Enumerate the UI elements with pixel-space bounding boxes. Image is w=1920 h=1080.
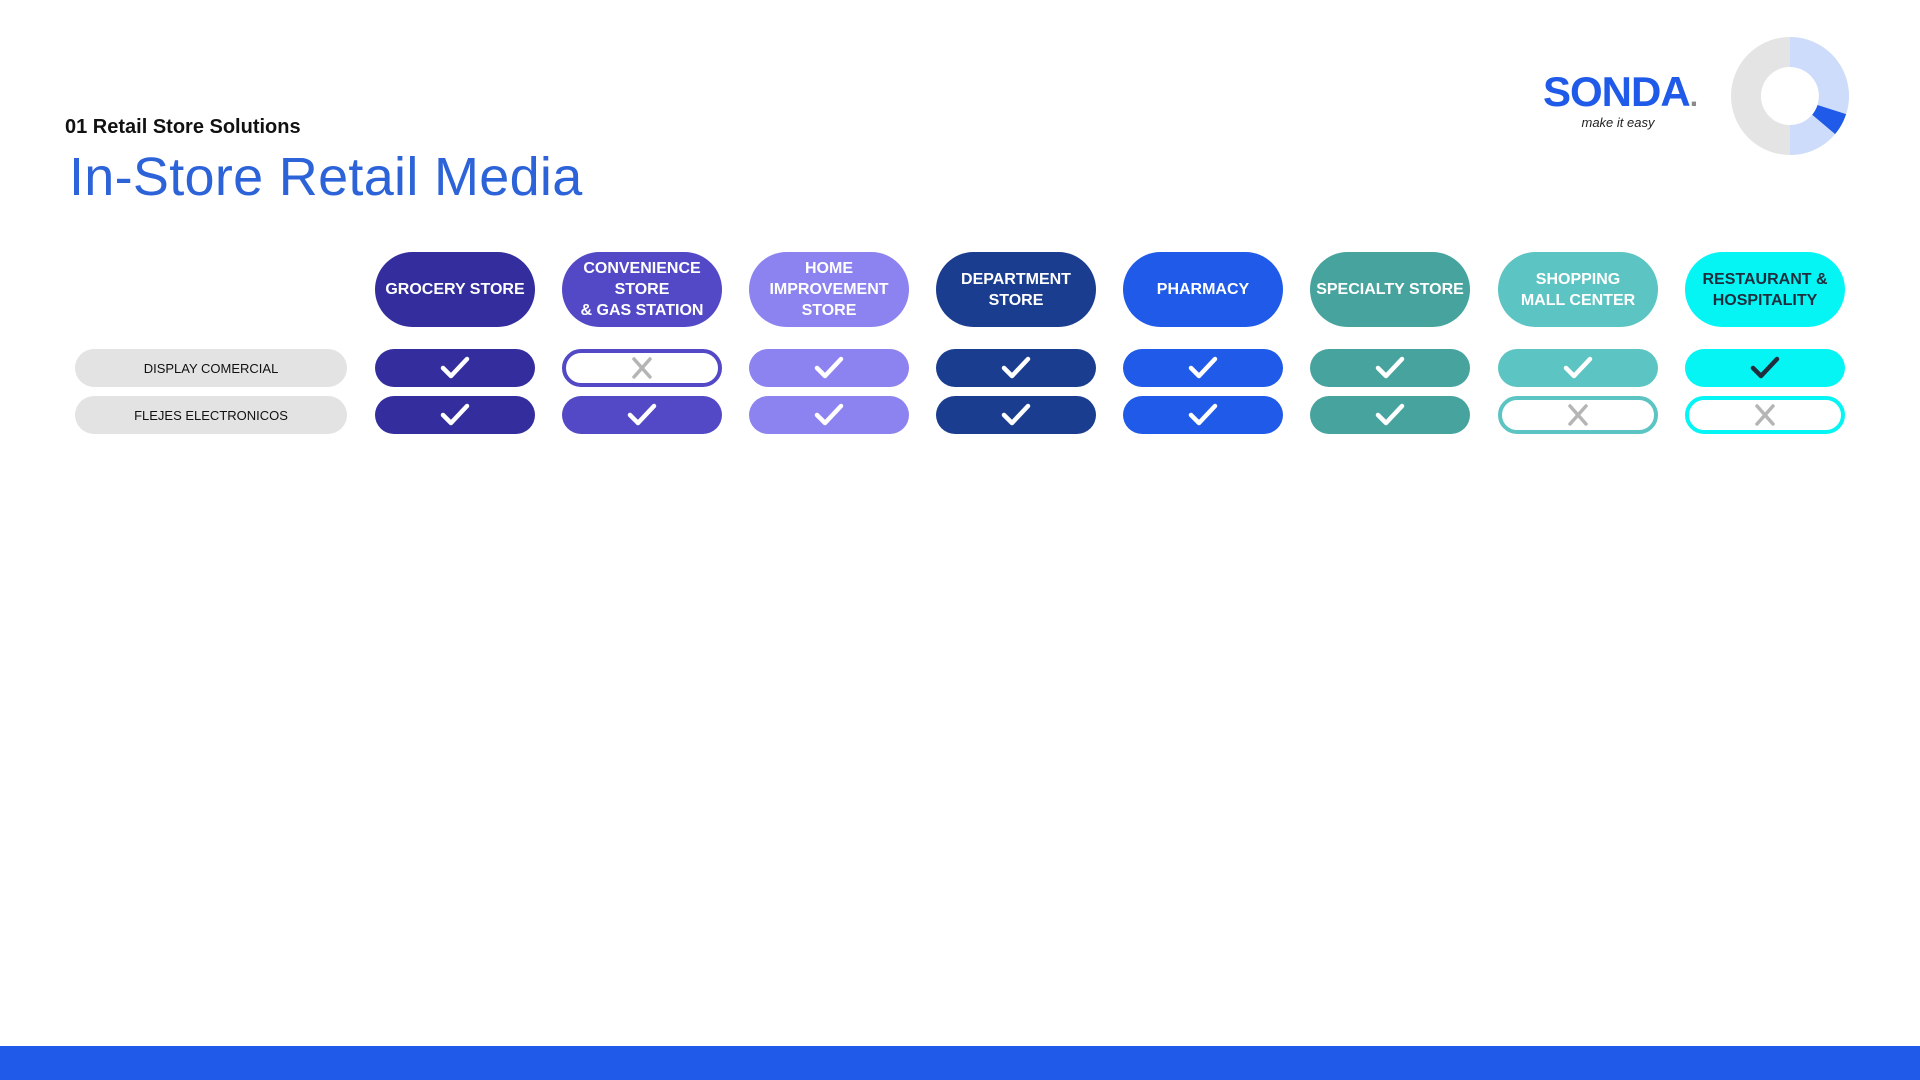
supported-cell — [749, 349, 909, 387]
column-header: RESTAURANT & HOSPITALITY — [1685, 252, 1845, 327]
unsupported-cell — [562, 349, 722, 387]
supported-cell — [936, 396, 1096, 434]
column-header: SPECIALTY STORE — [1310, 252, 1470, 327]
x-mark-icon — [1755, 404, 1775, 426]
checkmark-icon — [1375, 356, 1405, 379]
x-mark-icon — [1568, 404, 1588, 426]
supported-cell — [1310, 349, 1470, 387]
unsupported-cell — [1685, 396, 1845, 434]
column-header: GROCERY STORE — [375, 252, 535, 327]
row-label: FLEJES ELECTRONICOS — [75, 396, 347, 434]
column-header: DEPARTMENT STORE — [936, 252, 1096, 327]
sonda-logo: SONDA. make it easy — [1543, 68, 1698, 131]
logo-dot: . — [1689, 80, 1698, 113]
checkmark-icon — [1563, 356, 1593, 379]
column-header: SHOPPING MALL CENTER — [1498, 252, 1658, 327]
supported-cell — [1310, 396, 1470, 434]
supported-cell — [1498, 349, 1658, 387]
supported-cell — [1685, 349, 1845, 387]
supported-cell — [749, 396, 909, 434]
footer-bar — [0, 1046, 1920, 1080]
supported-cell — [375, 349, 535, 387]
checkmark-icon — [627, 403, 657, 426]
column-header: CONVENIENCE STORE & GAS STATION — [562, 252, 722, 327]
checkmark-icon — [440, 403, 470, 426]
supported-cell — [375, 396, 535, 434]
section-label: 01 Retail Store Solutions — [65, 116, 301, 138]
donut-decoration-icon — [1731, 37, 1849, 156]
supported-cell — [1123, 349, 1283, 387]
checkmark-icon — [1001, 356, 1031, 379]
supported-cell — [1123, 396, 1283, 434]
x-mark-icon — [632, 357, 652, 379]
checkmark-icon — [1188, 356, 1218, 379]
column-header: PHARMACY — [1123, 252, 1283, 327]
column-header: HOME IMPROVEMENT STORE — [749, 252, 909, 327]
logo-wordmark: SONDA — [1543, 68, 1691, 115]
checkmark-icon — [1001, 403, 1031, 426]
logo-tagline: make it easy — [1581, 115, 1655, 130]
checkmark-icon — [814, 403, 844, 426]
checkmark-icon — [1188, 403, 1218, 426]
checkmark-icon — [1375, 403, 1405, 426]
page-title: In-Store Retail Media — [69, 147, 583, 207]
unsupported-cell — [1498, 396, 1658, 434]
checkmark-icon — [1750, 356, 1780, 379]
row-label: DISPLAY COMERCIAL — [75, 349, 347, 387]
supported-cell — [562, 396, 722, 434]
supported-cell — [936, 349, 1096, 387]
checkmark-icon — [440, 356, 470, 379]
checkmark-icon — [814, 356, 844, 379]
